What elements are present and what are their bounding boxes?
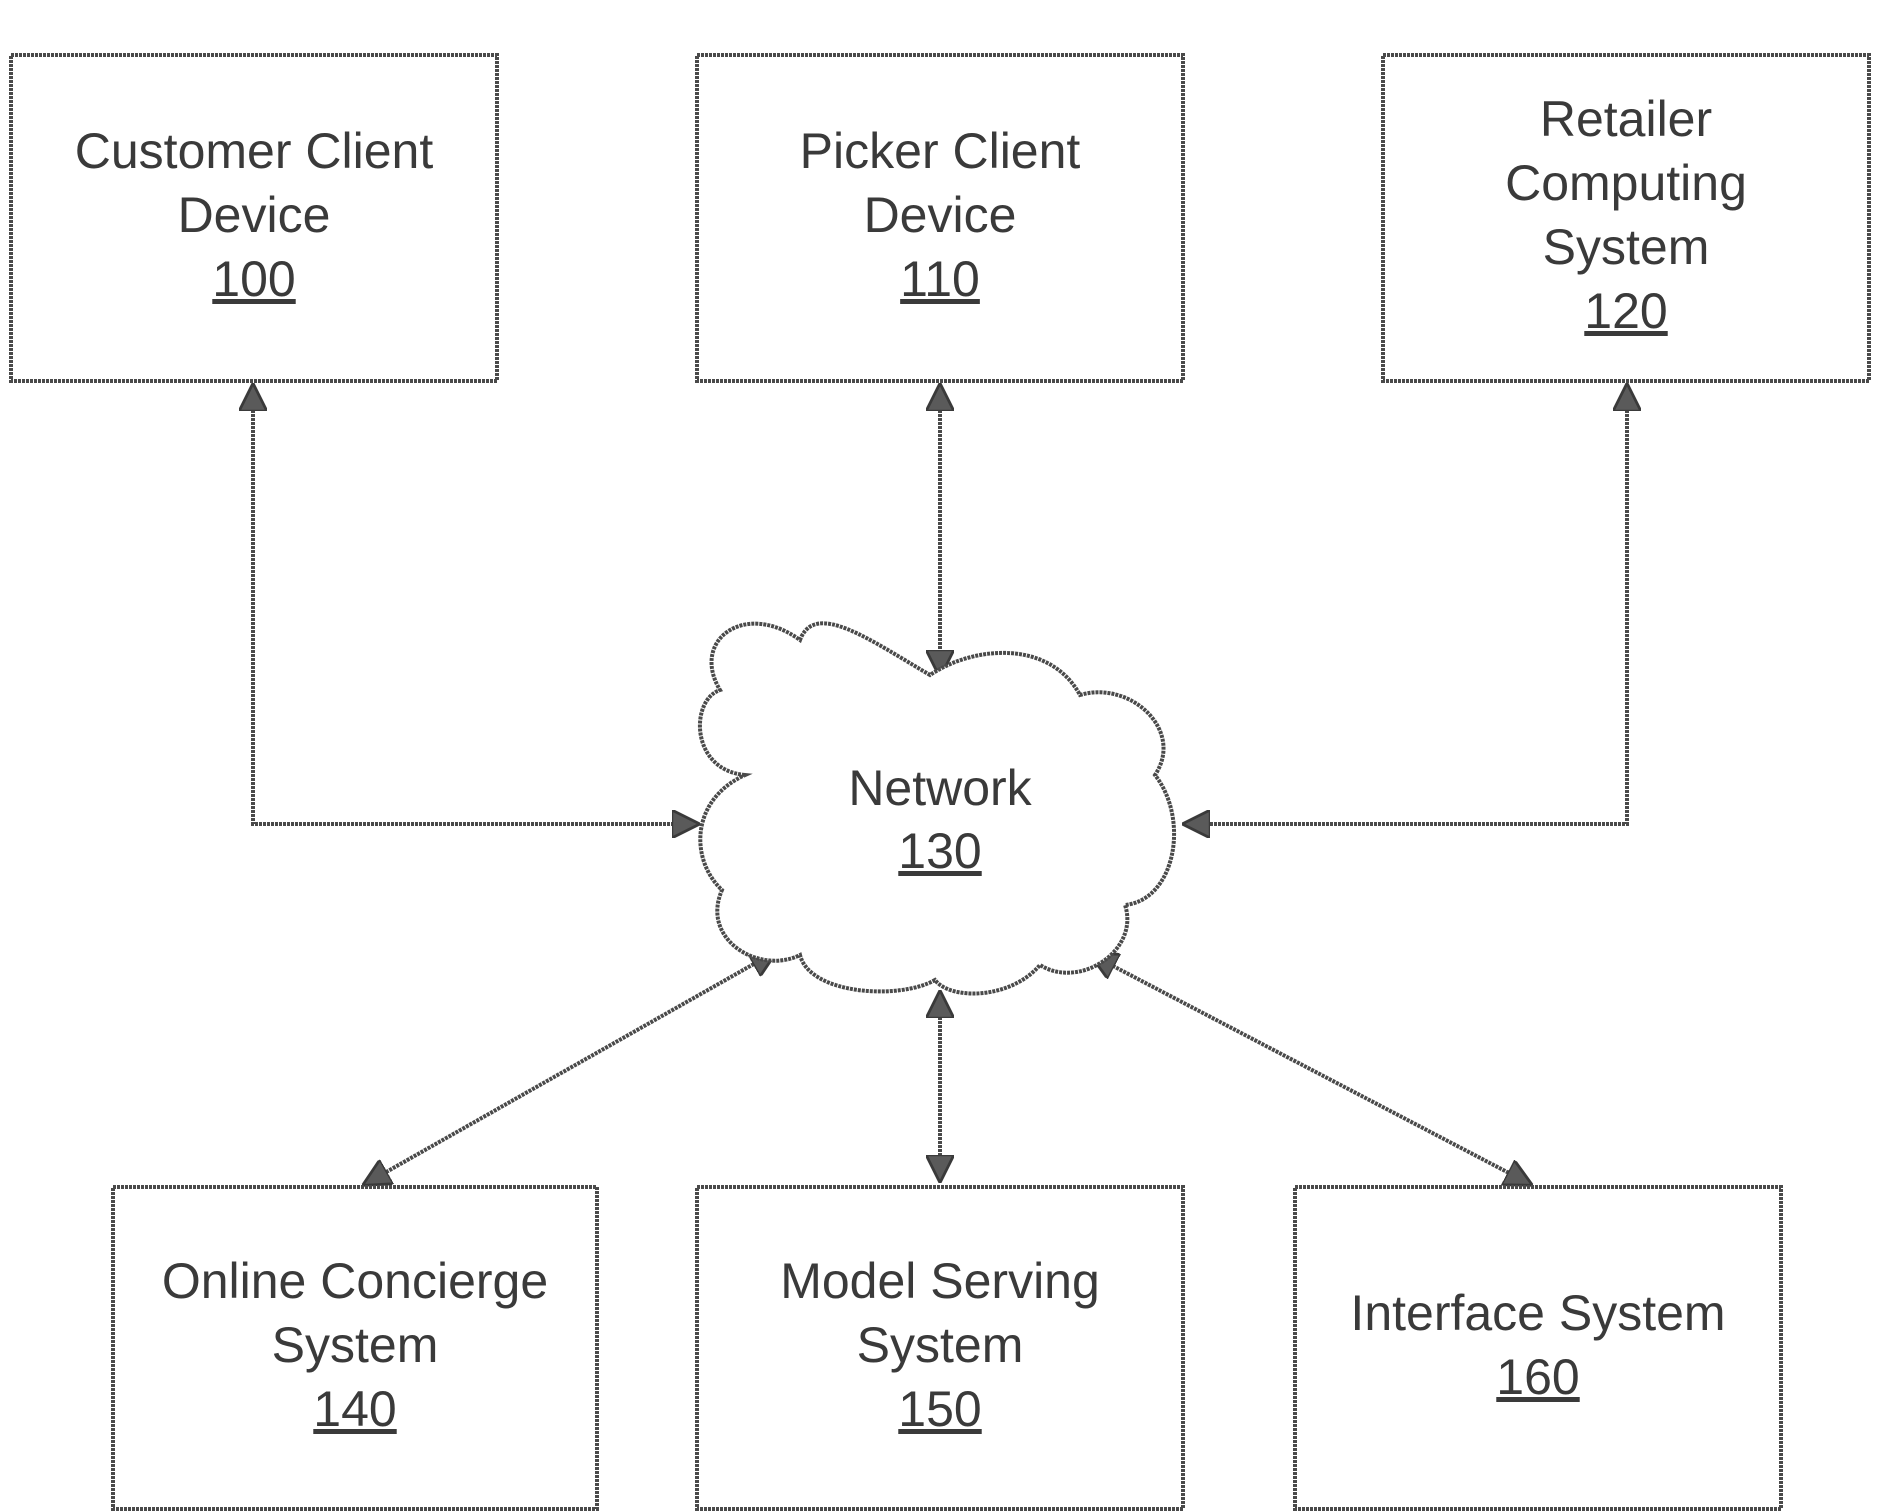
network-node: Network 130 [700,623,1174,993]
network-ref: 130 [898,823,981,879]
connector-online-concierge-network [365,952,775,1184]
retailer-computing-system-node: Retailer Computing System 120 [1383,55,1869,381]
network-label: Network [848,760,1032,816]
picker-client-device-ref: 110 [900,251,980,307]
model-serving-system-label-line2: System [857,1317,1024,1373]
customer-client-device-ref: 100 [212,251,295,307]
online-concierge-system-label-line2: System [272,1317,439,1373]
picker-client-device-node: Picker Client Device 110 [697,55,1183,381]
retailer-computing-system-ref: 120 [1584,283,1667,339]
online-concierge-system-label-line1: Online Concierge [162,1253,548,1309]
connector-interface-network [1092,955,1530,1184]
interface-system-label-line1: Interface System [1350,1285,1725,1341]
customer-client-device-label-line1: Customer Client [75,123,434,179]
retailer-computing-system-label-line1: Retailer [1540,91,1712,147]
model-serving-system-label-line1: Model Serving [780,1253,1100,1309]
model-serving-system-ref: 150 [898,1381,981,1437]
interface-system-box [1295,1187,1781,1509]
retailer-computing-system-label-line2: Computing [1505,155,1747,211]
picker-client-device-label-line2: Device [864,187,1017,243]
picker-client-device-label-line1: Picker Client [800,123,1081,179]
online-concierge-system-ref: 140 [313,1381,396,1437]
interface-system-node: Interface System 160 [1295,1187,1781,1509]
retailer-computing-system-label-line3: System [1543,219,1710,275]
customer-client-device-node: Customer Client Device 100 [11,55,497,381]
model-serving-system-node: Model Serving System 150 [697,1187,1183,1509]
interface-system-ref: 160 [1496,1349,1579,1405]
customer-client-device-label-line2: Device [178,187,331,243]
connector-customer-network [253,386,697,824]
connector-retailer-network [1185,386,1627,824]
online-concierge-system-node: Online Concierge System 140 [113,1187,597,1509]
